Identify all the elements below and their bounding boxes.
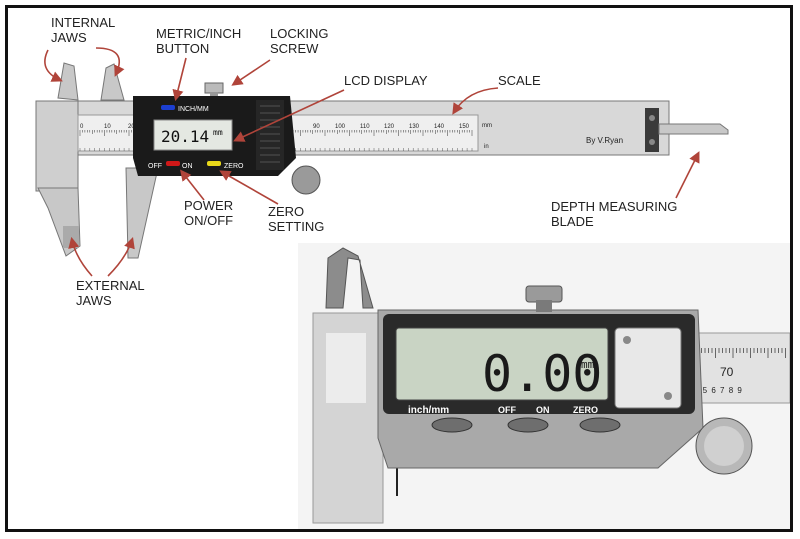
depth-blade-label: BLADE <box>551 214 594 229</box>
scale-number: 100 <box>335 124 346 130</box>
locking-screw-stem <box>210 92 218 98</box>
photo-lcd-reading: 0.00 <box>482 345 602 403</box>
metric-inch-label: BUTTON <box>156 41 209 56</box>
locking-screw-label: LOCKING <box>270 26 329 41</box>
caliper-diagram: 0 10 20 90 100 110 120 130 140 150 mm in… <box>35 15 790 529</box>
cap-screw-icon <box>649 115 655 121</box>
power-button[interactable] <box>166 161 180 166</box>
photo-lcd-display <box>395 327 609 401</box>
scale-number: 130 <box>409 124 420 130</box>
photo-jaw-highlight <box>326 333 366 403</box>
external-jaws-label: EXTERNAL <box>76 278 145 293</box>
unit-in-label: in <box>484 144 489 150</box>
screw-icon <box>664 392 672 400</box>
photo-lcd-unit: mm <box>581 358 595 371</box>
depth-blade-label: DEPTH MEASURING <box>551 199 677 214</box>
beam-end-cap <box>645 108 659 152</box>
on-label: ON <box>182 163 193 170</box>
arrow-icon <box>68 236 93 277</box>
thumb-wheel[interactable] <box>291 165 321 195</box>
off-label: OFF <box>148 163 162 170</box>
photo-zero-label: ZERO <box>573 405 598 415</box>
photo-scale-number: 70 <box>720 365 734 379</box>
scale-number: 120 <box>384 124 395 130</box>
photo-inch-digits: 4 5 6 7 8 9 <box>694 386 743 395</box>
arrow-icon <box>233 89 345 142</box>
image-frame: 0 10 20 90 100 110 120 130 140 150 mm in… <box>5 5 793 532</box>
arrow-icon <box>107 236 135 277</box>
unit-mm-label: mm <box>482 123 492 129</box>
metric-inch-button[interactable] <box>161 105 175 110</box>
photo-screw-stem <box>536 300 552 312</box>
arrow-icon <box>452 87 499 115</box>
lcd-reading: 20.14 <box>161 127 209 146</box>
power-label: ON/OFF <box>184 213 233 228</box>
zero-setting-label: ZERO <box>268 204 304 219</box>
arrow-icon <box>180 169 205 201</box>
cap-screw-icon <box>649 139 655 145</box>
photo-caliper: 70 4 5 6 7 8 9 0.00 mm inch/mm OFF ON ZE… <box>298 243 790 529</box>
zero-label: ZERO <box>224 163 244 170</box>
screw-icon <box>623 336 631 344</box>
scale-number: 10 <box>104 124 111 130</box>
arrow-icon <box>219 170 279 205</box>
photo-beam <box>687 332 790 404</box>
photo-power-button[interactable] <box>507 417 549 433</box>
scale-number: 0 <box>80 124 84 130</box>
arrow-icon <box>172 57 187 102</box>
photo-locking-screw[interactable] <box>525 285 563 303</box>
arrow-icon <box>675 151 700 199</box>
lcd-unit: mm <box>213 128 223 137</box>
arrow-icon <box>95 47 125 77</box>
photo-inch-mm-button[interactable] <box>431 417 473 433</box>
fixed-jaw-body <box>35 100 79 192</box>
photo-zero-button[interactable] <box>579 417 621 433</box>
scale-number: 20 <box>128 124 135 130</box>
power-label: POWER <box>184 198 233 213</box>
credit-text: By V.Ryan <box>586 136 623 145</box>
scale-number: 140 <box>434 124 445 130</box>
scale-label: SCALE <box>498 73 541 88</box>
scale-numbers: 0 10 20 90 100 110 120 130 140 150 <box>80 124 470 130</box>
internal-jaw-moving <box>100 63 125 101</box>
jaw-shadow <box>63 226 79 248</box>
lcd-display <box>153 119 233 151</box>
thumb-grip <box>256 100 284 170</box>
locking-screw-label: SCREW <box>270 41 319 56</box>
internal-jaws-label: INTERNAL <box>51 15 115 30</box>
depth-blade <box>658 123 729 135</box>
photo-depth-line <box>396 448 398 496</box>
photo-thumb-wheel-inner <box>704 426 744 466</box>
grip-lines <box>260 105 280 163</box>
zero-setting-label: SETTING <box>268 219 324 234</box>
inch-mm-label: INCH/MM <box>178 106 209 113</box>
internal-jaws-label: JAWS <box>51 30 87 45</box>
diagram-caliper: 0 10 20 90 100 110 120 130 140 150 mm in… <box>35 62 729 259</box>
external-jaws-label: JAWS <box>76 293 112 308</box>
photo-on-label: ON <box>536 405 550 415</box>
pointer-arrows <box>44 47 700 277</box>
metric-inch-label: METRIC/INCH <box>156 26 241 41</box>
scale-number: 90 <box>313 124 320 130</box>
zero-button[interactable] <box>207 161 221 166</box>
scale-number: 110 <box>360 124 370 130</box>
locking-screw[interactable] <box>204 82 224 94</box>
photo-side-panel <box>614 327 682 409</box>
photo-internal-jaw <box>325 247 374 309</box>
photo-off-label: OFF <box>498 405 516 415</box>
photo-inch-mm-label: inch/mm <box>408 405 449 416</box>
lcd-display-label: LCD DISPLAY <box>344 73 428 88</box>
scale-number: 150 <box>459 124 470 130</box>
internal-jaw-fixed <box>57 62 79 101</box>
arrow-icon <box>44 49 63 82</box>
arrow-icon <box>231 59 271 86</box>
labels: INTERNAL JAWS METRIC/INCH BUTTON LOCKING… <box>51 15 677 308</box>
